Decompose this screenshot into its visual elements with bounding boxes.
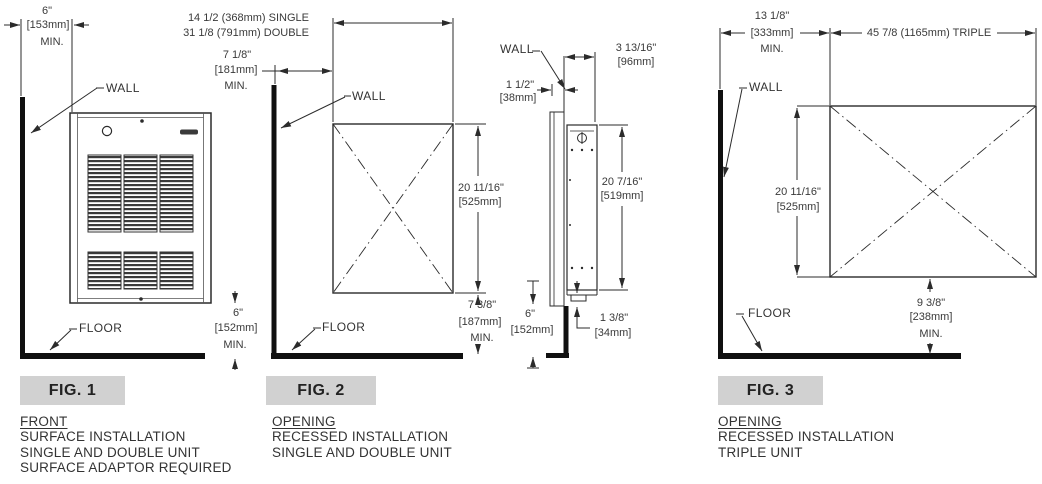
fig3-linework — [718, 28, 1037, 359]
fig3-caption-title: OPENING — [718, 414, 782, 429]
fig2-opening-rect — [332, 123, 454, 294]
fig3-label: FIG. 3 — [746, 381, 795, 399]
side-wall-label: WALL — [500, 42, 534, 56]
fig2-wall-label: WALL — [352, 89, 386, 103]
fig3-wall-label: WALL — [749, 80, 783, 94]
top-screw — [140, 119, 144, 123]
fig3-floor-clearance-mm: [238mm] — [909, 311, 953, 323]
fig3-caption-line: RECESSED INSTALLATION — [718, 429, 895, 445]
fig1-linework — [4, 19, 238, 370]
side-depth-value: 3 13/16" — [615, 42, 657, 54]
fig3-wall-clearance-note: MIN. — [760, 43, 784, 55]
fig2-wall-clearance-value: 7 1/8" — [222, 49, 252, 61]
fig1-floor-clearance-note: MIN. — [223, 339, 247, 351]
fig3-caption-line: TRIPLE UNIT — [718, 444, 803, 460]
fig1-caption: FRONT SURFACE INSTALLATION SINGLE AND DO… — [20, 414, 232, 476]
fig3-floor-clearance-note: MIN. — [919, 328, 943, 340]
fig2-caption-line: SINGLE AND DOUBLE UNIT — [272, 444, 452, 460]
upper-grille — [87, 154, 194, 233]
side-height-value: 20 7/16" — [601, 176, 643, 188]
side-lip-value: 1 3/8" — [599, 312, 629, 324]
fig1-label: FIG. 1 — [48, 381, 97, 399]
fig3-floor-label: FLOOR — [748, 306, 792, 320]
fig3-opening-height-mm: [525mm] — [776, 201, 820, 213]
side-view-linework — [527, 50, 628, 369]
wall-section-strip — [549, 111, 565, 307]
fig3-opening-height-value: 20 11/16" — [775, 186, 821, 198]
fig3-wall-clearance-mm: [333mm] — [750, 27, 794, 39]
fig3-label-box: FIG. 3 — [718, 376, 823, 405]
fig1-wall-clearance-mm: [153mm] — [26, 19, 70, 31]
fig2-floor-clearance-note: MIN. — [470, 332, 494, 344]
side-floor-clearance-mm: [152mm] — [510, 324, 554, 336]
side-floor-clearance-value: 6" — [524, 308, 536, 320]
fig2-floor-clearance-value: 7 3/8" — [467, 299, 497, 311]
fig3-wall-clearance-value: 13 1/8" — [754, 10, 790, 22]
fig3-floor-clearance-value: 9 3/8" — [916, 297, 946, 309]
fig1-wall-label: WALL — [106, 81, 140, 95]
fig1-caption-line: SURFACE ADAPTOR REQUIRED — [20, 460, 232, 476]
fig3-caption: OPENING RECESSED INSTALLATION TRIPLE UNI… — [718, 414, 894, 460]
side-height-mm: [519mm] — [600, 190, 644, 202]
fig1-floor-clearance-mm: [152mm] — [214, 322, 258, 334]
fig2-opening-height-value: 20 11/16" — [458, 182, 504, 194]
fig2-floor-clearance-mm: [187mm] — [458, 316, 502, 328]
fig3-width-triple: 45 7/8 (1165mm) TRIPLE — [866, 27, 992, 39]
fig2-caption-line: RECESSED INSTALLATION — [272, 429, 449, 445]
fig2-opening-height-mm: [525mm] — [458, 196, 502, 208]
fig2-floor-label: FLOOR — [322, 320, 366, 334]
fig1-floor-clearance-value: 6" — [232, 307, 244, 319]
side-depth-mm: [96mm] — [617, 56, 655, 68]
side-lip-mm: [34mm] — [594, 327, 632, 339]
bottom-screw — [139, 297, 143, 301]
fig1-caption-line: SURFACE INSTALLATION — [20, 429, 186, 445]
fig1-wall-clearance-note: MIN. — [40, 36, 64, 48]
side-wall-thickness-mm: [38mm] — [499, 92, 537, 104]
fig2-width-double: 31 1/8 (791mm) DOUBLE — [183, 27, 309, 39]
thermostat-knob — [101, 125, 113, 137]
fig2-linework — [262, 18, 486, 359]
fig1-floor-label: FLOOR — [79, 321, 123, 335]
fig2-caption: OPENING RECESSED INSTALLATION SINGLE AND… — [272, 414, 452, 460]
fig1-label-box: FIG. 1 — [20, 376, 125, 405]
fig2-label-box: FIG. 2 — [266, 376, 376, 405]
fig1-heater-unit — [69, 112, 212, 304]
side-screw-dots — [569, 148, 594, 270]
fig2-wall-clearance-note: MIN. — [224, 80, 248, 92]
fig1-wall-clearance-value: 6" — [41, 5, 53, 17]
brand-badge — [180, 129, 198, 135]
fig1-caption-title: FRONT — [20, 414, 68, 429]
fig2-label: FIG. 2 — [297, 381, 345, 399]
lower-grille — [87, 251, 194, 290]
heater-side-body — [566, 124, 598, 291]
fig2-wall-clearance-mm: [181mm] — [214, 64, 258, 76]
fig3-opening-rect — [829, 105, 1037, 278]
fig1-caption-line: SINGLE AND DOUBLE UNIT — [20, 444, 200, 460]
fig2-width-single: 14 1/2 (368mm) SINGLE — [187, 12, 309, 24]
fig2-caption-title: OPENING — [272, 414, 336, 429]
bottom-flange-tab — [570, 294, 587, 302]
side-wall-thickness-value: 1 1/2" — [505, 79, 535, 91]
